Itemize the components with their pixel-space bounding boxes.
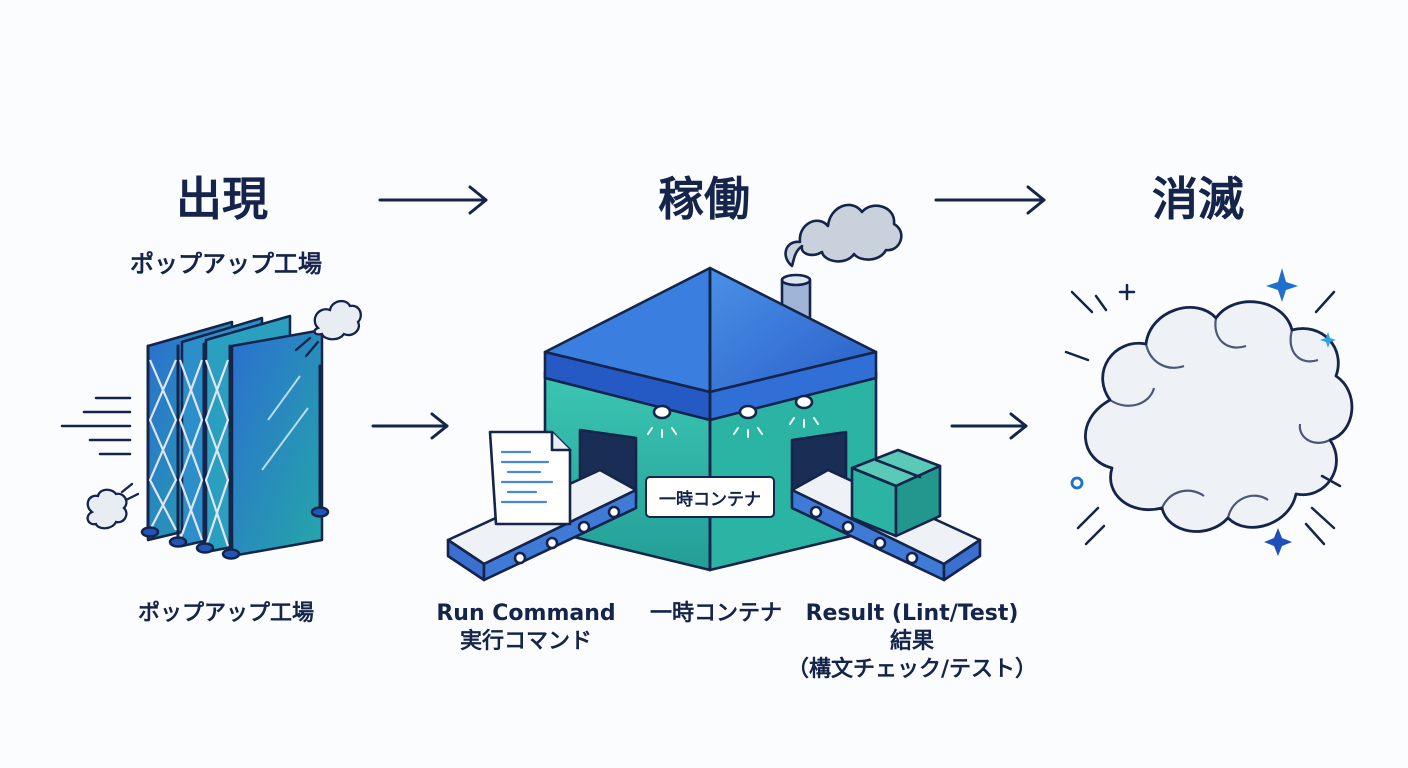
vanishing-cloud-icon xyxy=(1064,283,1354,546)
container-label: 一時コンテナ xyxy=(645,476,775,518)
smoke-icon xyxy=(784,203,903,268)
arrow-tent-to-cloud xyxy=(950,412,1028,440)
popup-panels-icon xyxy=(60,314,330,560)
caption-result-ja: 結果 xyxy=(889,629,934,655)
caption-result-en: Result (Lint/Test) xyxy=(805,601,1019,626)
puff-top-icon xyxy=(294,299,362,358)
code-document-icon xyxy=(488,430,572,526)
caption-container: 一時コンテナ xyxy=(649,601,782,626)
caption-factory: ポップアップ工場 xyxy=(137,601,314,626)
package-box-icon xyxy=(850,448,942,538)
arrow-appear-to-running xyxy=(378,185,488,215)
popup-tent-factory xyxy=(446,203,982,582)
caption-result: Result (Lint/Test) 結果 （構文チェック/テスト） xyxy=(776,600,1048,684)
puff-bottom-icon xyxy=(86,482,140,530)
caption-result-detail: （構文チェック/テスト） xyxy=(786,657,1038,683)
stage-title-vanish: 消滅 xyxy=(1152,172,1244,226)
caption-run-command-en: Run Command xyxy=(436,601,616,626)
sparkle-icons xyxy=(1264,268,1336,556)
arrow-factory-to-tent xyxy=(371,412,449,440)
caption-run-command: Run Command 実行コマンド xyxy=(420,600,632,656)
stage-title-running: 稼働 xyxy=(658,172,750,226)
stage-subtitle-appear: ポップアップ工場 xyxy=(130,250,322,278)
arrow-running-to-vanish xyxy=(934,185,1046,215)
caption-run-command-ja: 実行コマンド xyxy=(459,629,592,655)
stage-title-appear: 出現 xyxy=(176,172,268,226)
